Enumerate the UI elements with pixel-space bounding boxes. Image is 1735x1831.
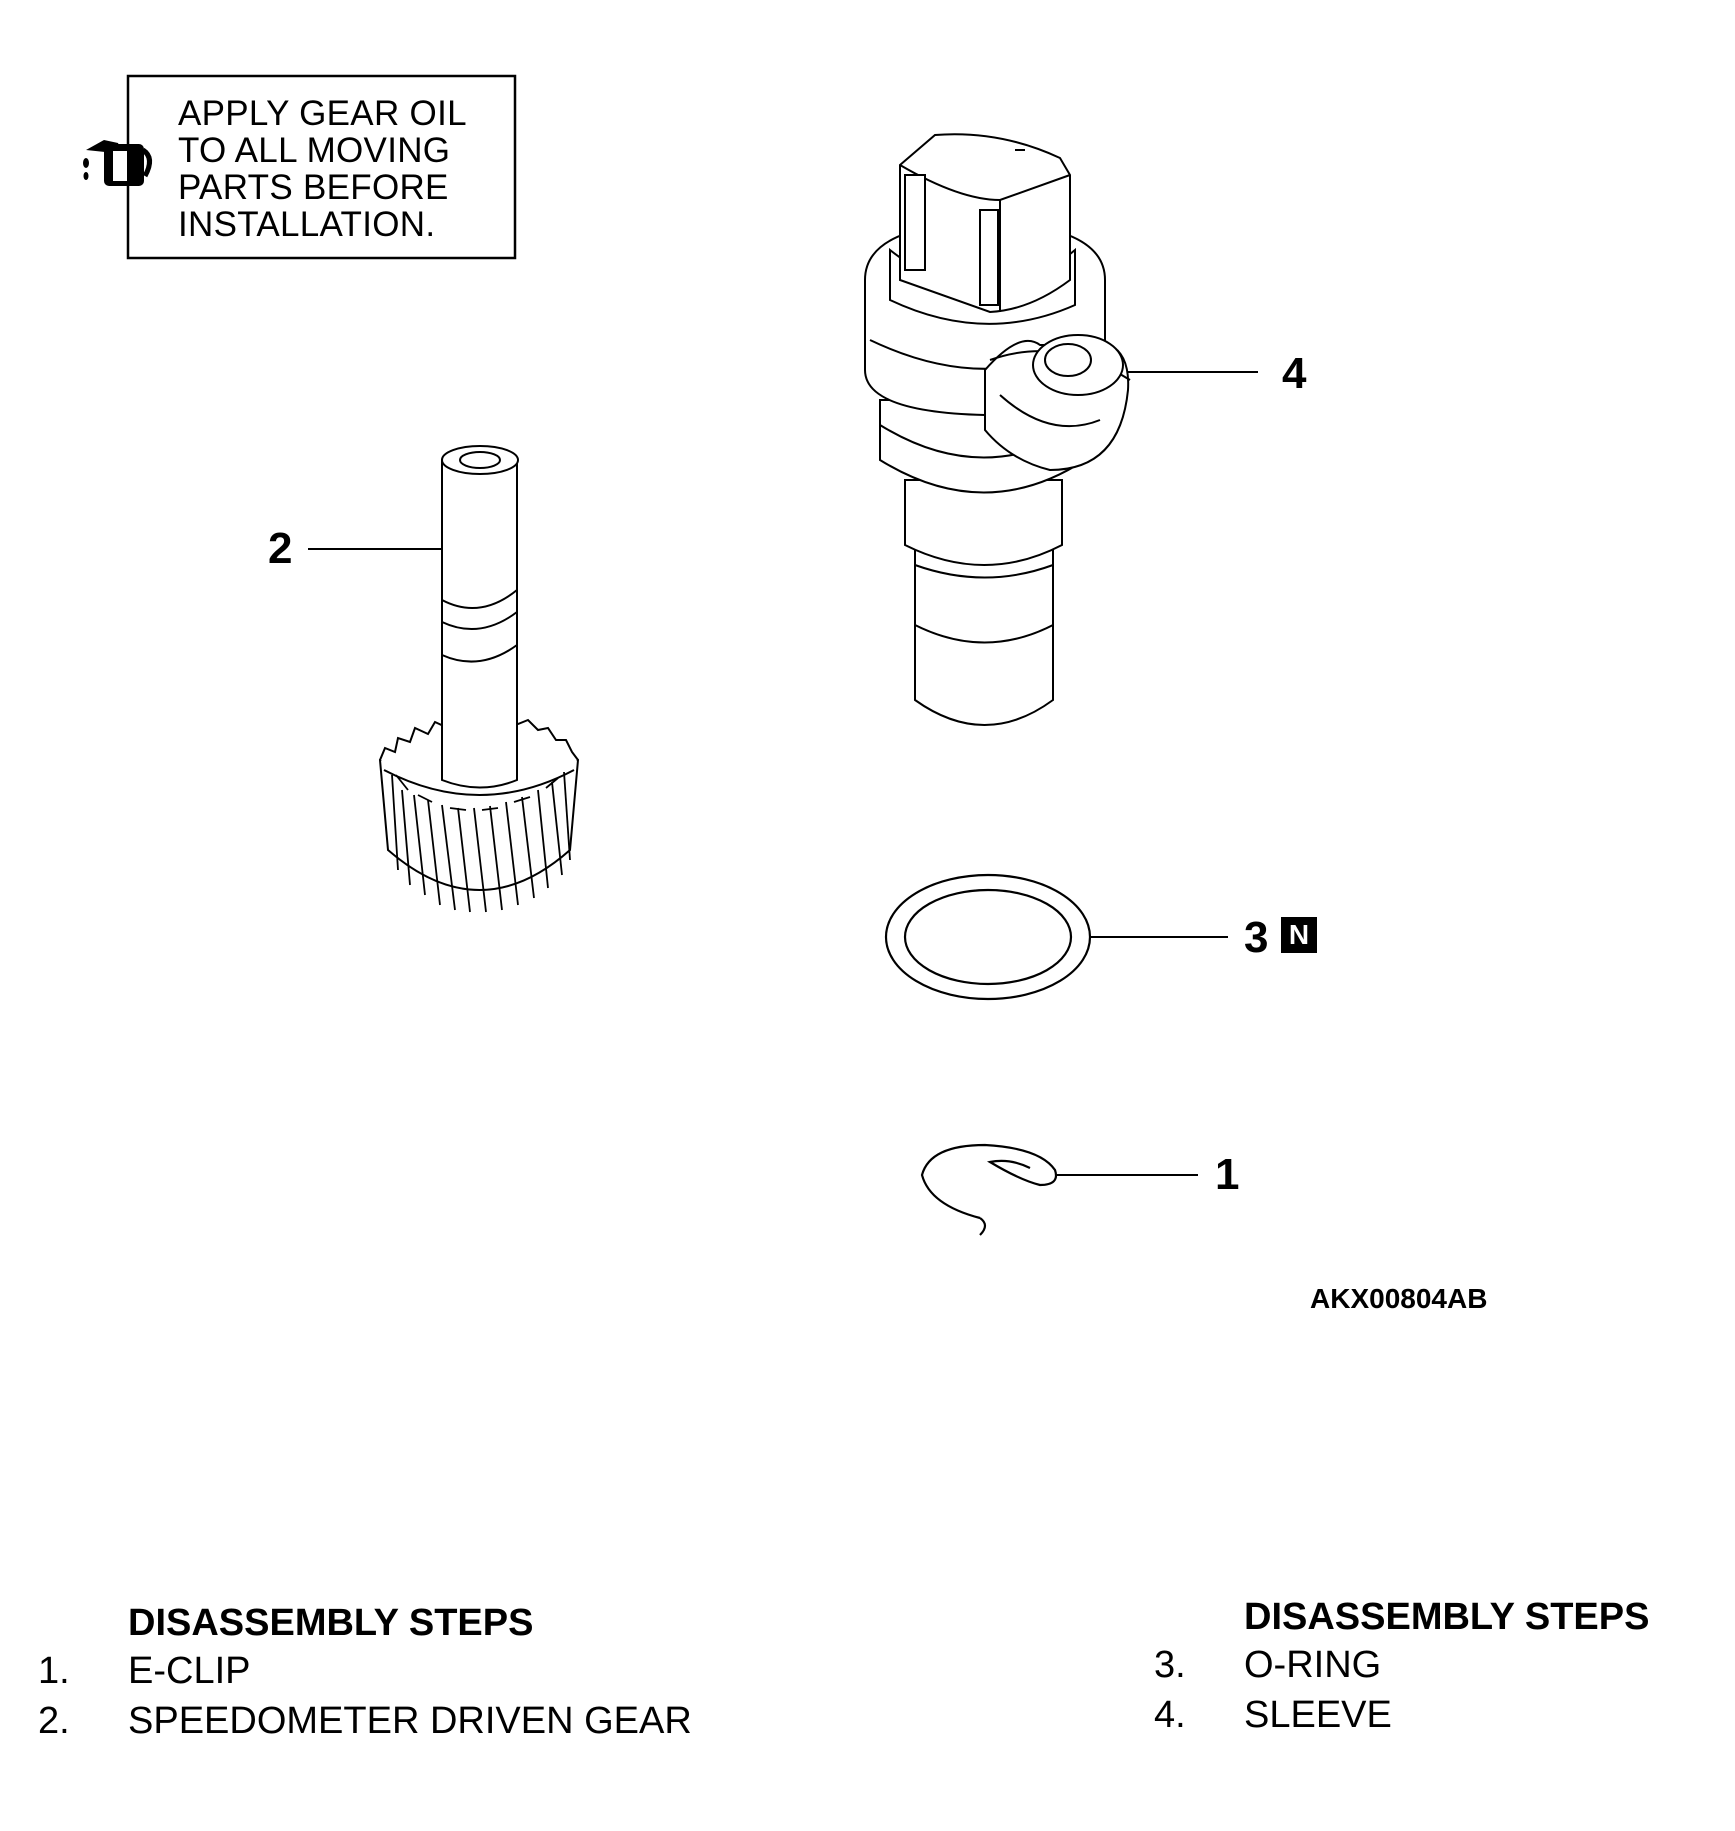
- o-ring-drawing: [884, 873, 1092, 1001]
- callout-2: 2: [268, 524, 293, 573]
- step-row: 4. SLEEVE: [1154, 1690, 1649, 1740]
- step-number: 3.: [1154, 1644, 1186, 1686]
- callout-3: 3: [1244, 913, 1269, 962]
- steps-right: DISASSEMBLY STEPS 3. O-RING 4. SLEEVE: [1154, 1594, 1649, 1740]
- step-label: SLEEVE: [1244, 1694, 1392, 1736]
- steps-heading: DISASSEMBLY STEPS: [1244, 1596, 1650, 1638]
- callout-1: 1: [1215, 1150, 1240, 1199]
- note-line: INSTALLATION.: [178, 205, 436, 244]
- step-number: 4.: [1154, 1694, 1186, 1736]
- sleeve-drawing: [864, 133, 1131, 726]
- steps-left: DISASSEMBLY STEPS 1. E-CLIP 2. SPEEDOMETER…: [38, 1600, 692, 1746]
- driven-gear-drawing: [378, 445, 580, 913]
- note-line: PARTS BEFORE: [178, 168, 449, 207]
- note-line: TO ALL MOVING: [178, 131, 451, 170]
- figure-code: AKX00804AB: [1310, 1283, 1488, 1314]
- callout-4: 4: [1282, 349, 1307, 398]
- steps-heading: DISASSEMBLY STEPS: [128, 1602, 534, 1644]
- step-number: 2.: [38, 1700, 70, 1742]
- step-row: 1. E-CLIP: [38, 1646, 692, 1696]
- gear-oil-note: APPLY GEAR OIL TO ALL MOVING PARTS BEFOR…: [178, 95, 467, 243]
- step-row: 3. O-RING: [1154, 1640, 1649, 1690]
- new-part-badge: N: [1281, 917, 1317, 953]
- e-clip-drawing: [920, 1143, 1058, 1236]
- step-label: E-CLIP: [128, 1650, 251, 1692]
- note-line: APPLY GEAR OIL: [178, 94, 467, 133]
- step-row: 2. SPEEDOMETER DRIVEN GEAR: [38, 1696, 692, 1746]
- step-number: 1.: [38, 1650, 70, 1692]
- step-label: SPEEDOMETER DRIVEN GEAR: [128, 1700, 692, 1742]
- step-label: O-RING: [1244, 1644, 1382, 1686]
- oil-can-icon: [83, 140, 152, 186]
